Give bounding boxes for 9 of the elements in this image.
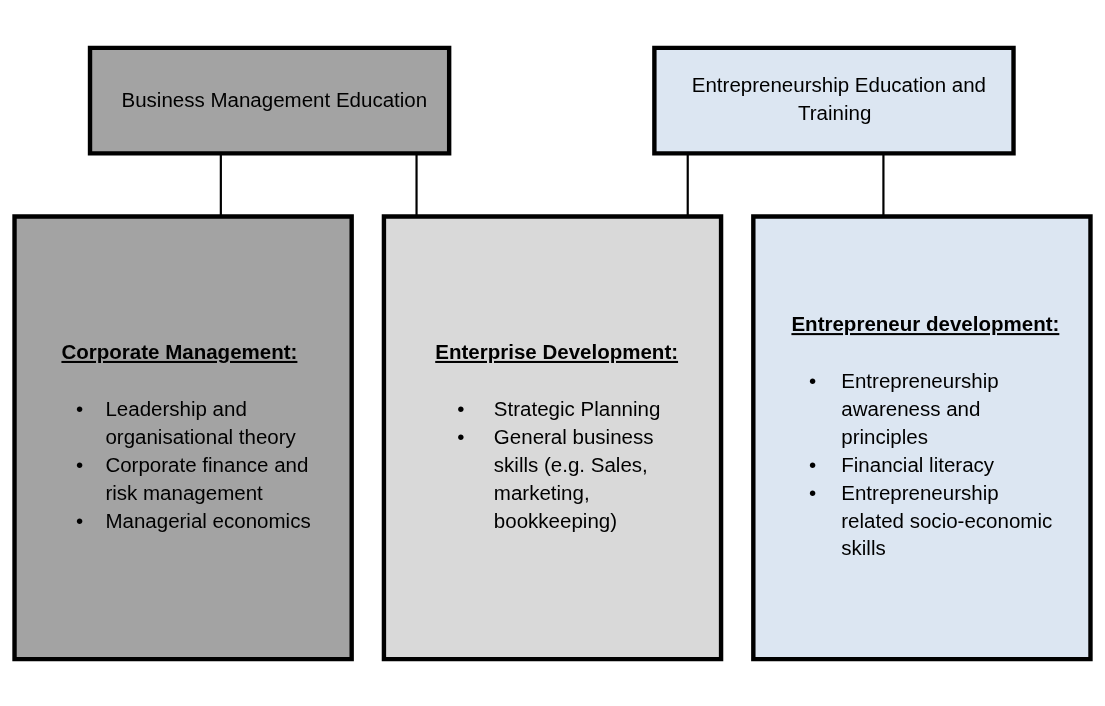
node-box: Enterprise Development: • Strategic Planning • General business skills (e.g. Sales, marketing, bookkeeping): [381, 213, 724, 661]
connector: [686, 153, 689, 216]
connector: [219, 153, 222, 216]
node-box: Corporate Management: • Leadership and organisational theory • Corporate finance and risk management • Managerial economics: [12, 213, 354, 661]
connector: [882, 153, 885, 216]
connector: [415, 153, 418, 216]
node-box: Business Management Education: [87, 45, 452, 156]
node-box: Entrepreneurship Education and Training: [652, 45, 1016, 156]
node-box: Entrepreneur development: • Entrepreneurship awareness and principles • Financial literacy • Entrepreneurship related socio-economic skills: [751, 213, 1093, 661]
